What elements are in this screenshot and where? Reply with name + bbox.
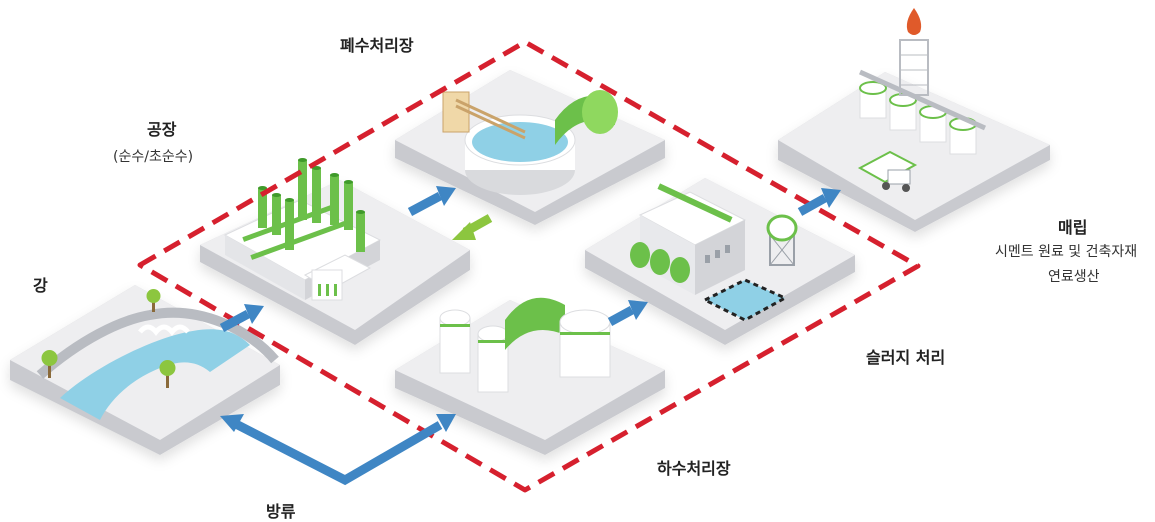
bridge-icon: [138, 324, 190, 336]
label-factory-sub: (순수/초순수): [113, 149, 194, 165]
water-tower-icon: [766, 214, 798, 266]
label-sewage-plant: 하수처리장: [657, 459, 731, 478]
flow-arrow-river-to-factory: [219, 304, 264, 332]
bioreactor-dome-icon: [555, 90, 618, 145]
label-landfill-sub2: 연료생산: [1048, 269, 1100, 285]
landfill-tile: [778, 72, 1050, 232]
factory-building-icon: [223, 158, 382, 301]
treatment-boundary-loop: [137, 39, 921, 493]
flow-arrow-wastewater-to-factory: [452, 214, 493, 240]
flow-arrow-sewage-to-sludge: [607, 300, 648, 326]
kiln-tower-icon: [899, 39, 929, 96]
flow-arrow-discharge: [220, 414, 456, 486]
label-river: 강: [33, 276, 48, 295]
digester-tank-icon: [439, 297, 611, 393]
clarifier-tank-icon: [464, 114, 576, 195]
truck-icon: [857, 150, 918, 192]
flame-icon: [906, 8, 922, 35]
flow-arrow-sludge-to-landfill: [797, 188, 841, 216]
river-scene: [36, 289, 279, 420]
tree-icon: [41, 289, 176, 388]
bridge-crane-icon: [442, 91, 526, 140]
label-sludge: 슬러지 처리: [866, 348, 946, 367]
flow-arrow-factory-to-wastewater: [407, 186, 456, 216]
landfill-silos-icon: [858, 69, 987, 155]
sludge-bag-icon: [630, 242, 690, 283]
label-landfill: 매립: [1058, 218, 1088, 237]
label-wastewater-plant: 폐수처리장: [340, 36, 414, 55]
sludge-pit-icon: [701, 278, 789, 322]
label-discharge: 방류: [266, 502, 296, 521]
label-factory: 공장: [147, 120, 177, 139]
label-landfill-sub1: 시멘트 원료 및 건축자재: [995, 244, 1138, 260]
